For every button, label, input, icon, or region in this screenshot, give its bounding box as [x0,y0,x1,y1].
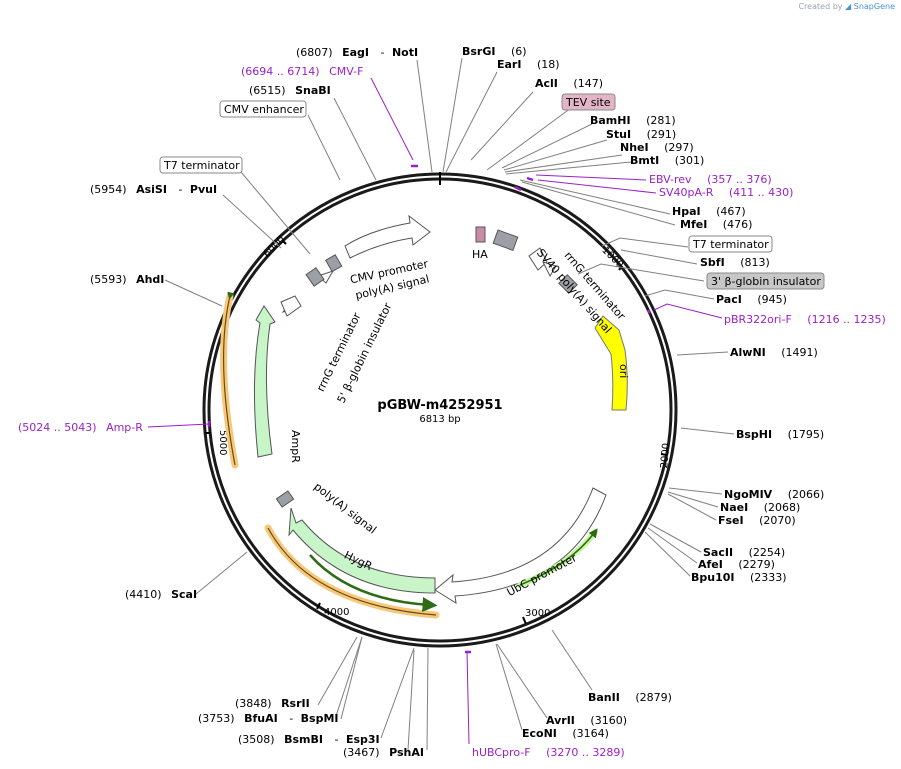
enzyme-bmti: BmtI (301) [630,154,704,167]
enzyme-paci: PacI (945) [716,293,787,306]
boxed-label-tev-site[interactable]: TEV site [561,93,616,111]
feature-sv40-polya-box[interactable] [492,229,519,251]
boxed-label-t7-terminator-left[interactable]: T7 terminator [159,156,243,174]
feature-b-globin-5[interactable] [305,267,325,287]
enzyme-afei: AfeI (2279) [698,558,775,571]
enzyme-econi: EcoNI (3164) [522,727,609,740]
boxed-label-cmv-enhancer[interactable]: CMV enhancer [219,100,307,118]
credit-brand: SnapGene [853,2,895,11]
tick-label-5000: 5000 [217,430,228,455]
leader-lines [164,57,735,751]
enzyme-labels[interactable]: (6807) EagI - NotI BsrGI (6) EarI (18) A… [90,45,824,759]
boxed-label-tev-site-text: TEV site [565,96,611,109]
enzyme-sacii: SacII (2254) [703,546,785,559]
label-polya-bottom: poly(A) signal [311,480,378,537]
boxed-label-cmv-enhancer-text: CMV enhancer [224,103,304,116]
enzyme-avrii: AvrII (3160) [546,714,627,727]
plasmid-length: 6813 bp [419,414,460,425]
feature-ha[interactable] [475,226,486,243]
label-ha: HA [472,248,488,261]
feature-cmv-promoter-arrow[interactable] [344,214,431,259]
enzyme-snabi: (6515) SnaBI [249,84,331,97]
feature-ampr-arrow[interactable] [220,291,276,469]
boxed-label-b-globin-3[interactable]: 3' β-globin insulator [706,272,825,290]
primer-pbr322ori-f: pBR322ori-F (1216 .. 1235) [724,313,886,326]
enzyme-naei: NaeI (2068) [720,501,800,514]
enzyme-bsphi: BspHI (1795) [736,428,824,441]
primer-amp-r: (5024 .. 5043) Amp-R [18,421,143,434]
snapgene-logo-icon: ◢ [845,2,852,11]
primer-cmv-f: (6694 .. 6714) CMV-F [241,65,363,78]
enzyme-bfuai-bspmi: (3753) BfuAI - BspMI [198,712,339,725]
enzyme-nhei: NheI (297) [620,141,694,154]
primer-ebv-rev: EBV-rev (357 .. 376) [649,173,772,186]
enzyme-bpu10i: Bpu10I (2333) [691,571,787,584]
feature-ubc-promoter-arrow[interactable] [434,487,607,604]
boxed-label-t7-terminator-right-text: T7 terminator [692,238,769,251]
scale-ticks [205,239,668,625]
enzyme-rsrii: (3848) RsrII [235,697,310,710]
boxed-label-t7-terminator-left-text: T7 terminator [163,159,240,172]
enzyme-banii: BanII (2879) [588,691,672,704]
feature-b-globin-3-box[interactable] [558,274,578,294]
feature-ori-arrow[interactable] [594,315,628,411]
enzyme-stui: StuI (291) [606,128,676,141]
enzyme-bamhi: BamHI (281) [590,114,676,127]
enzyme-bsrgi: BsrGI (6) [462,45,527,58]
feature-polya-top[interactable] [324,254,343,273]
enzyme-asisi-pvui: (5954) AsiSI - PvuI [90,183,217,196]
snapgene-credit: Created by ◢ SnapGene [798,2,895,11]
enzyme-pshai: (3467) PshAI [343,746,424,759]
boxed-label-t7-terminator-right[interactable]: T7 terminator [688,235,773,253]
enzyme-eag-not: (6807) EagI - NotI [296,46,418,59]
enzyme-scai: (4410) ScaI [125,588,197,601]
primer-hubcpro-f: hUBCpro-F (3270 .. 3289) [472,746,625,759]
enzyme-mfei: MfeI (476) [680,218,752,231]
feature-rrng-right-arrow[interactable] [528,247,557,278]
enzyme-ahdi: (5593) AhdI [90,273,164,286]
feature-polya-bottom[interactable] [275,490,295,508]
feature-hygr-arrow[interactable] [264,507,440,619]
plasmid-name: pGBW-m4252951 [377,398,502,413]
tick-label-2000: 2000 [659,443,672,469]
primer-marks [207,164,652,654]
enzyme-alwni: AlwNI (1491) [730,346,818,359]
credit-prefix: Created by [798,2,843,11]
primer-sv40pa-r: SV40pA-R (411 .. 430) [659,186,793,199]
primer-labels[interactable]: (6694 .. 6714) CMV-F EBV-rev (357 .. 376… [18,65,886,759]
tick-label-4000: 4000 [324,607,349,618]
feature-rrng-left-arrow[interactable] [280,295,302,317]
enzyme-bsmbi-esp3i: (3508) BsmBI - Esp3I [238,733,380,746]
tick-label-6000: 6000 [262,234,288,260]
enzyme-ngomiv: NgoMIV (2066) [724,488,824,501]
tick-label-3000: 3000 [525,608,550,619]
enzyme-sbfi: SbfI (813) [700,256,770,269]
enzyme-fsei: FseI (2070) [718,514,796,527]
enzyme-eari: EarI (18) [497,58,560,71]
label-ori: ori [617,364,630,378]
enzyme-acli: AclI (147) [535,77,603,90]
enzyme-hpai: HpaI (467) [672,205,746,218]
boxed-label-b-globin-3-text: 3' β-globin insulator [711,275,821,288]
primer-lines [147,77,723,745]
label-ampr: AmpR [289,430,302,463]
